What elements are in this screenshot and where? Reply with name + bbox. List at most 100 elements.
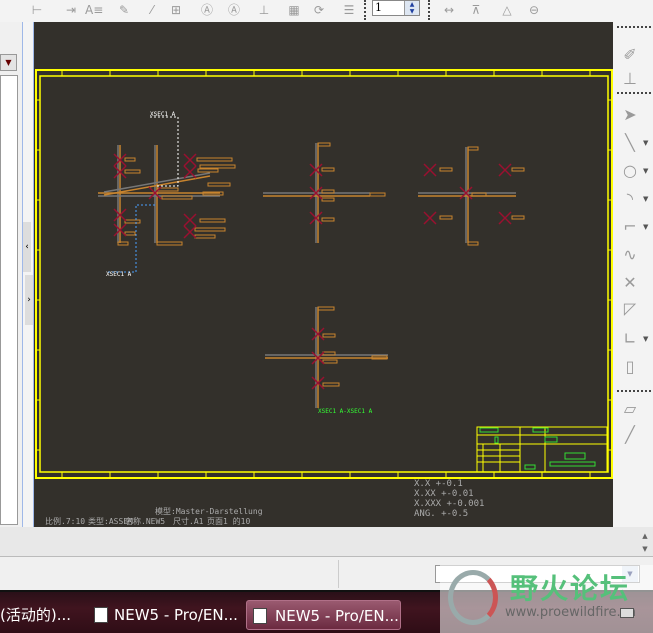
toolbar-separator [617, 390, 651, 392]
offset-icon[interactable]: ▯ [625, 357, 635, 376]
circle-icon[interactable]: ○ [623, 161, 637, 180]
flyout-arrow-icon[interactable]: ▼ [643, 223, 649, 231]
taskbar-label: NEW5 - Pro/EN... [114, 606, 238, 624]
baseline-icon[interactable]: ⇥ [65, 3, 77, 17]
horizontal-dim-icon[interactable]: ↔ [443, 3, 455, 17]
section-view-3[interactable] [418, 146, 525, 246]
taskbar-item-new5-2[interactable]: NEW5 - Pro/EN... [246, 600, 401, 630]
tolerance-line: X.XX +-0.01 [414, 489, 474, 499]
arc-icon[interactable]: ◝ [626, 189, 634, 208]
taskbar-label: NEW5 - Pro/EN... [275, 607, 399, 625]
parallelogram-icon[interactable]: ▱ [623, 399, 637, 418]
section-label: XSEC1 A [106, 271, 132, 278]
watermark-url: www.proewildfire.cn [505, 605, 636, 620]
section-view-1[interactable] [98, 116, 236, 273]
datum-cross-mark [309, 163, 323, 177]
flyout-arrow-icon[interactable]: ▼ [643, 335, 649, 343]
dim-icon[interactable]: ⊢ [31, 3, 43, 17]
tolerance-icon[interactable]: ⊞ [170, 3, 182, 17]
weld-icon[interactable]: ⊥ [258, 3, 270, 17]
datum-cross-mark [183, 213, 197, 227]
corner-icon[interactable]: ∟ [623, 329, 637, 348]
message-scrollbar[interactable]: ▲▼ [642, 532, 648, 553]
inner-frame [39, 75, 609, 473]
symbol-icon[interactable]: ⁄ [150, 3, 153, 17]
flyout-arrow-icon[interactable]: ▼ [643, 195, 649, 203]
collapse-left-icon[interactable]: ‹ [23, 222, 31, 272]
datum-cross-mark [183, 153, 197, 167]
panel-dropdown-1[interactable]: ▼ [0, 54, 17, 71]
surface-finish-icon[interactable]: Ⓐ [227, 3, 240, 17]
table-window-icon [94, 607, 108, 623]
drawing-canvas[interactable] [34, 22, 613, 527]
datum-cross-mark [311, 376, 325, 390]
line-icon[interactable]: ╲ [625, 133, 635, 152]
watermark-name: 野火论坛 [510, 572, 631, 605]
chamfer-icon[interactable]: ◸ [623, 299, 637, 318]
datum-cross-mark [183, 165, 197, 179]
datum-cross-mark [113, 153, 127, 167]
watermark-logo [448, 570, 498, 625]
construction-line-icon[interactable]: ╱ [625, 425, 635, 444]
taskbar-item-active[interactable]: (活动的)... [0, 606, 72, 624]
title-block [476, 426, 608, 473]
fillet-icon[interactable]: ⌐ [623, 217, 637, 236]
section-view-4[interactable] [265, 306, 388, 408]
spinner-buttons[interactable]: ▲▼ [404, 1, 419, 15]
point-icon[interactable]: ✕ [623, 273, 637, 292]
toolbar-separator [617, 26, 651, 28]
message-area [0, 527, 653, 557]
datum-cross-mark [183, 225, 197, 239]
datum-icon[interactable]: Ⓐ [200, 3, 213, 17]
datum-cross-mark [423, 163, 437, 177]
vertical-dim-icon[interactable]: ⊼ [471, 3, 481, 17]
tolerance-line: X.X +-0.1 [414, 479, 463, 489]
toolbar-separator [617, 92, 651, 94]
format-icon[interactable]: ☰ [343, 3, 355, 17]
datum-cross-mark [311, 327, 325, 341]
tolerance-line: ANG. +-0.5 [414, 509, 468, 519]
title-field: 页面1 的10 [207, 516, 250, 526]
datum-cross-mark [498, 163, 512, 177]
datum-cross-mark [311, 351, 325, 365]
tolerance-line: X.XXX +-0.001 [414, 499, 484, 509]
taskbar-item-new5-1[interactable]: NEW5 - Pro/EN... [92, 600, 238, 630]
section-view-2[interactable] [263, 142, 386, 243]
snap-icon[interactable]: ✐ [623, 45, 637, 64]
keyboard-icon[interactable] [620, 608, 634, 618]
flyout-arrow-icon[interactable]: ▼ [643, 139, 649, 147]
datum-cross-mark [498, 211, 512, 225]
sketch-toolbar: ✐ ⊥ ➤ ╲ ▼ ○ ▼ ◝ ▼ ⌐ ▼ ∿ ✕ ◸ ∟ ▼ ▯ ▱ ╱ [613, 22, 653, 527]
regenerate-icon[interactable]: ⟳ [313, 3, 325, 17]
flyout-arrow-icon[interactable]: ▼ [643, 167, 649, 175]
select-icon[interactable]: ➤ [623, 105, 637, 124]
note-icon[interactable]: A≡ [85, 3, 104, 17]
title-field: 尺寸.A1 [173, 516, 204, 526]
table-icon[interactable]: ▦ [288, 3, 300, 17]
angle-dim-icon[interactable]: △ [502, 3, 512, 17]
datum-cross-mark [113, 165, 127, 179]
datum-cross-mark [423, 211, 437, 225]
datum-cross-mark [309, 211, 323, 225]
title-field: 比例.7:10 [45, 516, 85, 526]
toolbar-separator [428, 0, 430, 20]
datum-cross-mark [309, 186, 323, 200]
balloon-icon[interactable]: ✎ [118, 3, 130, 17]
constraint-icon[interactable]: ⊥ [623, 69, 637, 88]
panel-splitter[interactable]: ‹ › [22, 22, 34, 527]
spline-icon[interactable]: ∿ [623, 245, 637, 264]
status-divider [338, 560, 339, 588]
datum-cross-mark [113, 208, 127, 222]
expand-right-icon[interactable]: › [25, 275, 33, 325]
diameter-dim-icon[interactable]: ⊖ [528, 3, 540, 17]
datum-cross-mark [113, 223, 127, 237]
title-field: 类型:ASSEM [88, 516, 133, 526]
toolbar-separator [364, 0, 366, 20]
section-label: XSEC1 A-XSEC1 A [318, 408, 373, 415]
datum-cross-mark [459, 186, 473, 200]
drawing-window-icon [253, 608, 267, 624]
model-tree-list[interactable] [0, 75, 18, 525]
title-field: 名称.NEW5 [125, 516, 165, 526]
title-model-text: 模型:Master-Darstellung [155, 506, 263, 516]
